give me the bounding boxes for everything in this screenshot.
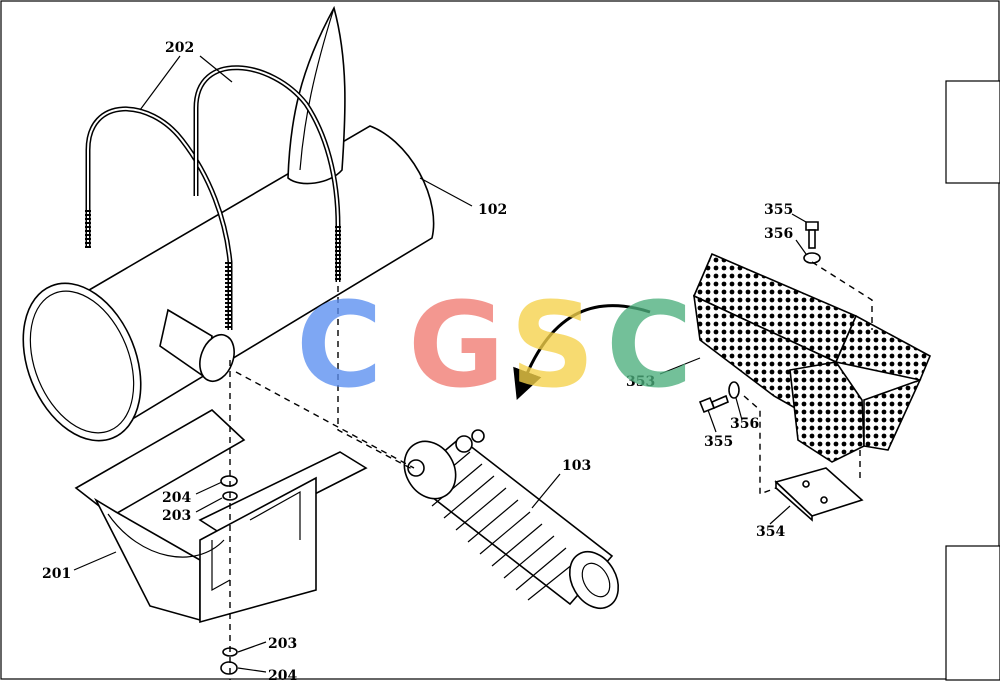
nut-washer-upper: [220, 475, 238, 501]
label-203-lower: 203: [268, 636, 297, 652]
cgsc-watermark: C G S C: [296, 276, 693, 414]
label-355-upper: 355: [764, 202, 793, 218]
heat-shield-353: [692, 252, 932, 463]
bolt-355-upper: [803, 221, 821, 264]
side-tab-lower: [945, 545, 1000, 681]
label-203-upper: 203: [162, 508, 191, 524]
label-103: 103: [562, 458, 591, 474]
label-102: 102: [478, 202, 507, 218]
flex-pipe-103: [403, 429, 620, 610]
label-353: 353: [626, 374, 655, 390]
watermark-letter-2: G: [408, 276, 505, 414]
label-202: 202: [165, 40, 194, 56]
muffler-102: [22, 5, 435, 442]
bracket-354: [774, 467, 864, 522]
side-tab-upper: [945, 80, 1000, 184]
label-356-upper: 356: [764, 226, 793, 242]
label-354: 354: [756, 524, 785, 540]
bracket-201: [74, 409, 368, 624]
u-bolts-202: [85, 65, 341, 330]
assembly-direction-arrow: [513, 304, 651, 401]
watermark-letter-1: C: [296, 276, 383, 414]
leader-lines: [73, 55, 807, 673]
label-356-lower: 356: [730, 416, 759, 432]
watermark-letter-4: C: [606, 276, 693, 414]
bolt-355-lower: [698, 381, 740, 414]
label-355-lower: 355: [704, 434, 733, 450]
assembly-lines: [229, 261, 873, 680]
label-201: 201: [42, 566, 71, 582]
label-204-lower: 204: [268, 668, 297, 684]
nut-washer-lower: [220, 647, 238, 675]
label-204-upper: 204: [162, 490, 191, 506]
watermark-letter-3: S: [510, 276, 595, 414]
